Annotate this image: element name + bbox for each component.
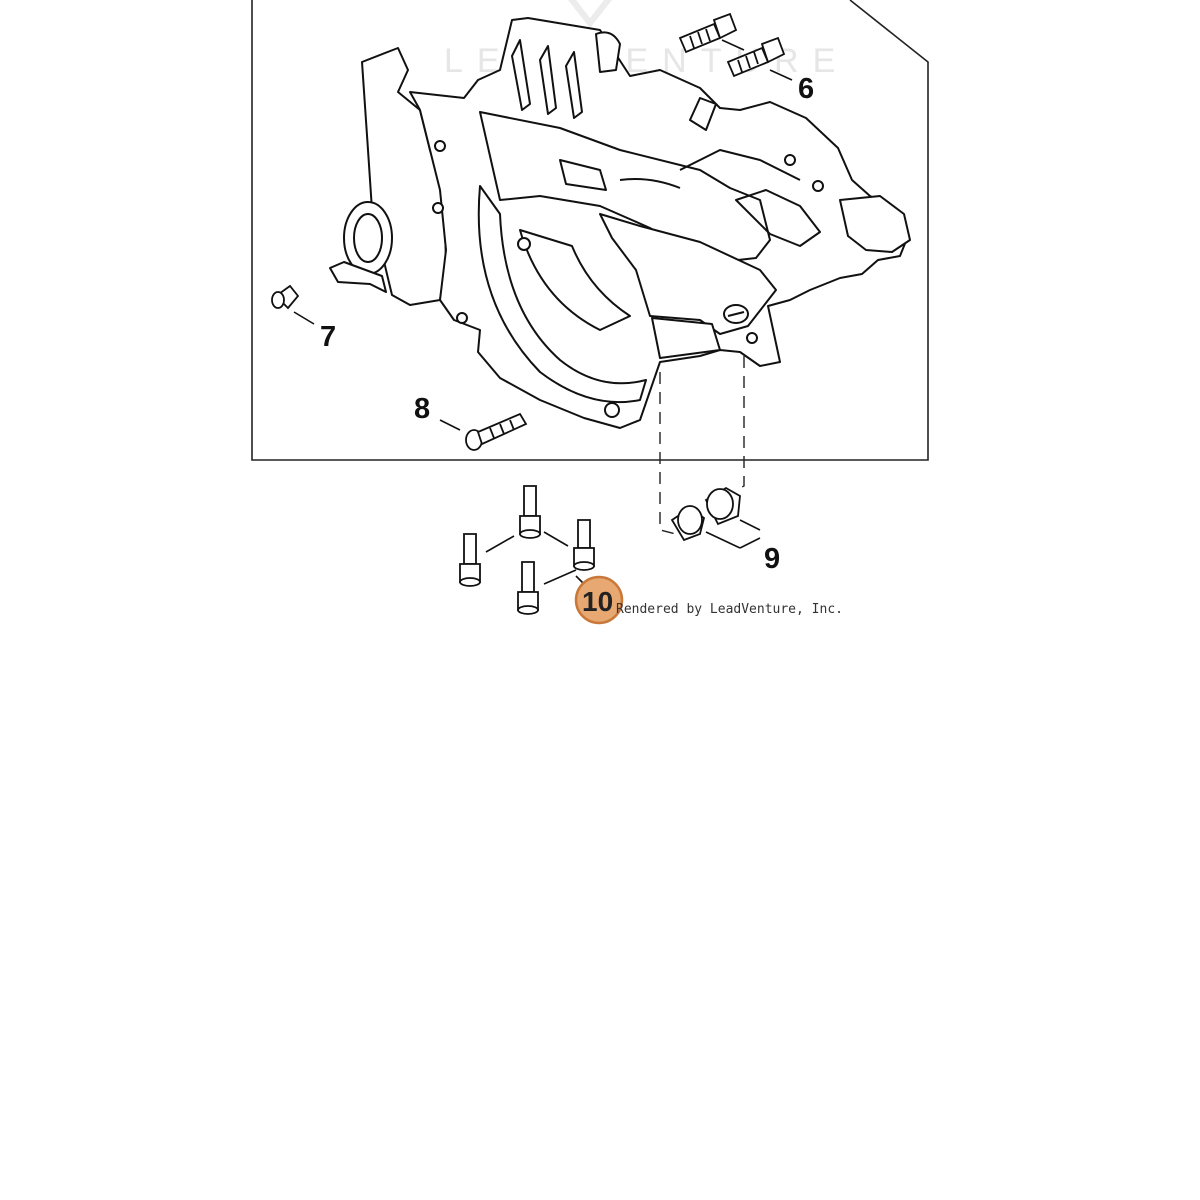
callout-7[interactable]: 7 xyxy=(320,321,336,353)
crankcase-housing xyxy=(329,17,911,429)
leader-9 xyxy=(705,519,761,549)
part-9-buffers xyxy=(670,486,741,542)
leader-8 xyxy=(439,419,461,431)
part-6-sleeves xyxy=(678,12,786,78)
leader-6b xyxy=(721,39,745,51)
assembly-guide-lines xyxy=(659,356,745,535)
callout-6[interactable]: 6 xyxy=(798,73,814,105)
callout-10: 10 xyxy=(582,586,613,617)
callout-8[interactable]: 8 xyxy=(414,393,430,425)
part-8-screw xyxy=(465,412,528,451)
assembly-frame xyxy=(251,0,929,461)
callout-9[interactable]: 9 xyxy=(764,543,780,575)
highlight-circle xyxy=(574,575,624,625)
part-10-screws xyxy=(459,485,595,615)
rendered-by-credit: Rendered by LeadVenture, Inc. xyxy=(616,602,843,617)
part-7-plug xyxy=(271,284,300,310)
callout-10-highlight[interactable]: 10 xyxy=(574,575,624,625)
leader-6 xyxy=(769,69,793,81)
leader-7 xyxy=(293,311,315,325)
